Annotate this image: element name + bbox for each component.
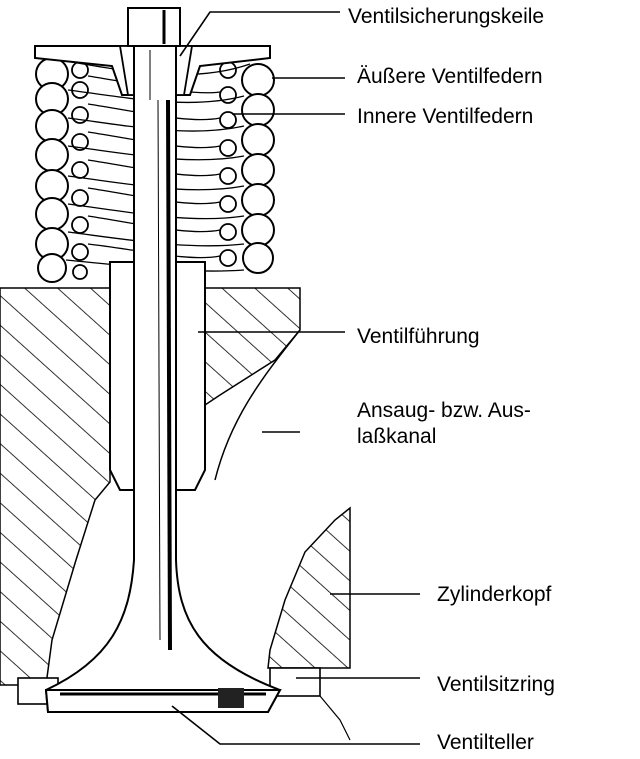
- chamber-edge: [319, 695, 351, 741]
- cylinder-head-right-top: [204, 287, 301, 407]
- cylinder-head-left: [0, 287, 111, 686]
- outer-spring-left: [35, 57, 69, 283]
- label-outer-springs: Äußere Ventilfedern: [357, 65, 543, 88]
- label-port-line2: laßkanal: [357, 425, 437, 448]
- valve-stem-tip: [127, 7, 181, 47]
- label-port-line1: Ansaug- bzw. Aus-: [357, 399, 531, 422]
- stem-shade-line: [157, 99, 161, 641]
- label-valve-keepers: Ventilsicherungskeile: [348, 5, 545, 28]
- valve-face-shade: [218, 688, 244, 708]
- leader-lines: [171, 11, 420, 745]
- label-cylinder-head: Zylinderkopf: [437, 583, 552, 606]
- label-valve-guide: Ventilführung: [357, 325, 480, 348]
- cylinder-head-right-lower: [267, 506, 351, 669]
- stem-center-line: [166, 99, 172, 651]
- label-valve-head: Ventilteller: [437, 731, 534, 754]
- label-valve-seat-ring: Ventilsitzring: [437, 673, 555, 696]
- outer-spring-right: [241, 63, 275, 274]
- label-inner-springs: Innere Ventilfedern: [357, 105, 534, 128]
- port-curve: [214, 329, 301, 481]
